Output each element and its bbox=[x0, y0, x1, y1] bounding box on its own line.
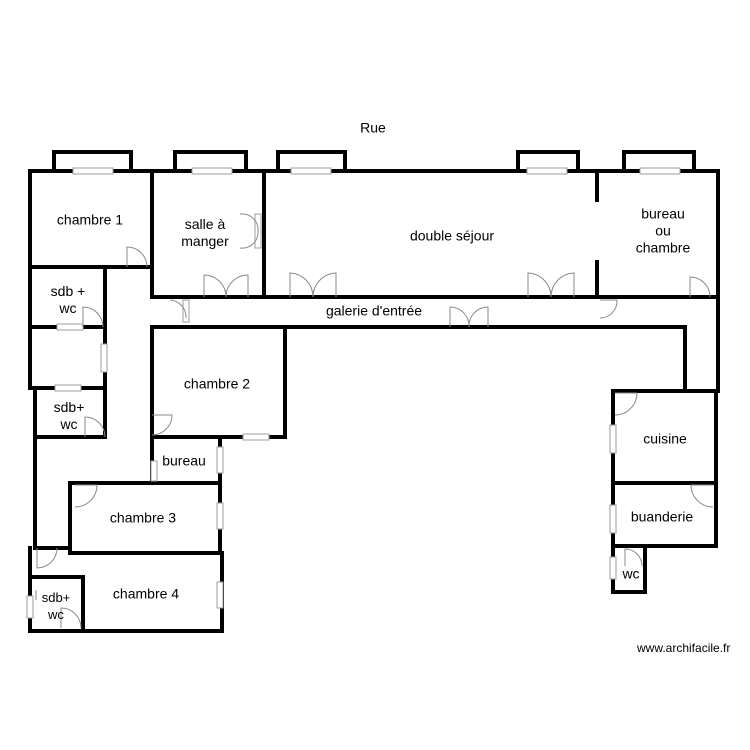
street-label: Rue bbox=[360, 119, 386, 136]
street-windows bbox=[52, 150, 696, 171]
room-label-bureau: bureau bbox=[162, 452, 206, 469]
room-label-chambre-2: chambre 2 bbox=[183, 375, 251, 392]
window-frames bbox=[26, 167, 681, 619]
door-swings bbox=[35, 213, 714, 629]
room-label-chambre-4: chambre 4 bbox=[112, 585, 180, 602]
room-label-cuisine: cuisine bbox=[643, 430, 687, 447]
room-label-bureau-ou-chambre: bureau ou chambre bbox=[635, 205, 691, 256]
watermark: www.archifacile.fr bbox=[637, 641, 731, 655]
room-label-sdb-wc-3: sdb+ wc bbox=[41, 590, 71, 622]
room-label-sdb-wc-1: sdb + wc bbox=[50, 283, 86, 316]
walls bbox=[28, 169, 720, 633]
room-label-sdb-wc-2: sdb+ wc bbox=[53, 399, 85, 432]
room-label-double-sejour: double séjour bbox=[409, 227, 495, 244]
room-label-chambre-3: chambre 3 bbox=[109, 509, 177, 526]
room-label-buanderie: buanderie bbox=[630, 508, 694, 525]
room-label-salle-a-manger: salle à manger bbox=[181, 216, 229, 249]
room-label-wc: wc bbox=[622, 565, 640, 582]
room-label-galerie: galerie d'entrée bbox=[325, 302, 423, 319]
room-label-chambre-1: chambre 1 bbox=[56, 211, 124, 228]
